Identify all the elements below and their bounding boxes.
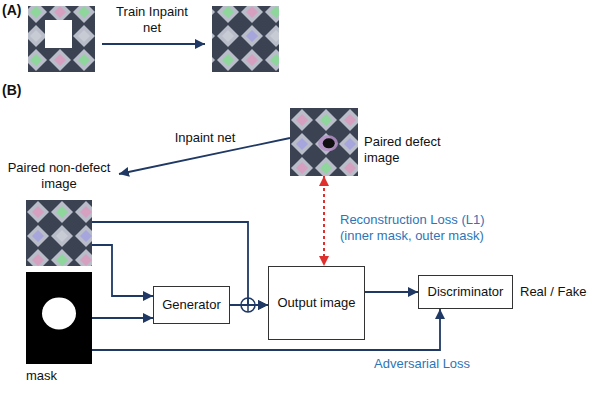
inpainted-output-image bbox=[212, 6, 279, 72]
arrow-label: Train Inpaint net bbox=[112, 4, 192, 36]
edge-label: Reconstruction Loss (L1) (inner mask, ou… bbox=[338, 212, 507, 244]
flow-arrow bbox=[92, 309, 440, 350]
discriminator-box: Discriminator bbox=[418, 275, 513, 309]
edge-label: Adversarial Loss bbox=[372, 356, 472, 372]
flow-arrow bbox=[92, 245, 153, 296]
output-box: Output image bbox=[268, 266, 365, 340]
generator-box: Generator bbox=[153, 286, 230, 324]
image-caption: mask bbox=[26, 368, 86, 384]
edge-label: Inpaint net bbox=[173, 130, 238, 146]
image-caption: Paired non-defect image bbox=[3, 160, 115, 192]
box-label: Generator bbox=[162, 297, 221, 313]
masked-input-image bbox=[28, 6, 95, 72]
flow-arrow bbox=[119, 138, 290, 174]
flow-arrow bbox=[92, 317, 153, 319]
loss-connector bbox=[323, 176, 325, 266]
defect-image: Paired defect image bbox=[290, 108, 358, 176]
output-label: Real / Fake bbox=[520, 284, 595, 300]
train-arrow bbox=[102, 43, 205, 45]
box-label: Output image bbox=[277, 295, 355, 311]
flow-arrow bbox=[92, 222, 268, 305]
non-defect-image: Paired non-defect image bbox=[26, 200, 92, 266]
flow-arrow bbox=[365, 291, 418, 293]
panel-label: (A) bbox=[2, 2, 42, 18]
image-caption: Paired defect image bbox=[364, 134, 449, 166]
box-label: Discriminator bbox=[428, 284, 504, 300]
panel-label: (B) bbox=[2, 82, 42, 98]
photo-picture bbox=[26, 272, 92, 364]
photo-picture bbox=[290, 108, 358, 176]
photo-picture bbox=[26, 200, 92, 266]
mask-image: mask bbox=[26, 272, 92, 364]
